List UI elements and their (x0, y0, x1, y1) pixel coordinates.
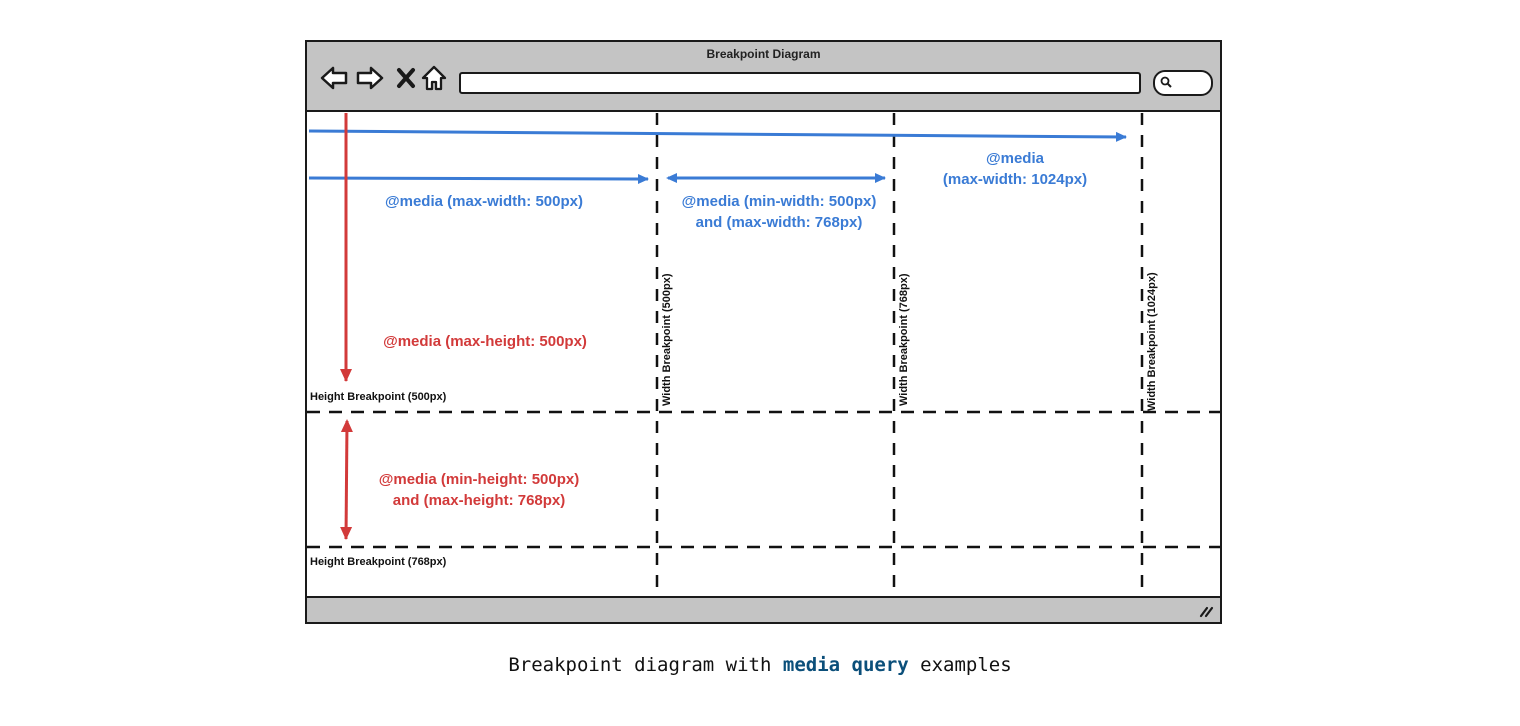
label-max-height-500: @media (max-height: 500px) (360, 331, 610, 352)
label-width-500-768-line1: @media (min-width: 500px) (660, 191, 898, 212)
search-icon (1160, 76, 1172, 88)
width-breakpoint-500-label: Width Breakpoint (500px) (661, 273, 673, 406)
browser-statusbar (307, 596, 1220, 622)
search-field[interactable] (1153, 70, 1213, 96)
label-height-500-768-line2: and (max-height: 768px) (355, 490, 603, 511)
close-icon[interactable] (391, 64, 421, 92)
browser-titlebar: Breakpoint Diagram (307, 42, 1220, 112)
caption-text-before: Breakpoint diagram with (508, 654, 783, 676)
resize-grip-icon[interactable] (1198, 603, 1214, 619)
height-breakpoint-768-label: Height Breakpoint (768px) (310, 556, 446, 568)
height-breakpoint-500-label: Height Breakpoint (500px) (310, 391, 446, 403)
width-breakpoint-1024-label: Width Breakpoint (1024px) (1146, 272, 1158, 411)
label-max-width-1024-line2: (max-width: 1024px) (920, 169, 1110, 190)
back-icon[interactable] (319, 64, 349, 92)
caption-highlight: media query (783, 654, 909, 676)
width-breakpoint-768-label: Width Breakpoint (768px) (898, 273, 910, 406)
label-max-width-1024-line1: @media (920, 148, 1110, 169)
label-height-500-768: @media (min-height: 500px) and (max-heig… (355, 469, 603, 511)
forward-icon[interactable] (355, 64, 385, 92)
figure-caption: Breakpoint diagram with media query exam… (0, 654, 1520, 676)
home-icon[interactable] (419, 64, 449, 92)
label-width-500-768: @media (min-width: 500px) and (max-width… (660, 191, 898, 233)
address-bar[interactable] (459, 72, 1141, 94)
label-max-width-500: @media (max-width: 500px) (364, 191, 604, 212)
label-height-500-768-line1: @media (min-height: 500px) (355, 469, 603, 490)
label-max-width-1024: @media (max-width: 1024px) (920, 148, 1110, 190)
window-title: Breakpoint Diagram (307, 47, 1220, 61)
caption-text-after: examples (909, 654, 1012, 676)
label-width-500-768-line2: and (max-width: 768px) (660, 212, 898, 233)
